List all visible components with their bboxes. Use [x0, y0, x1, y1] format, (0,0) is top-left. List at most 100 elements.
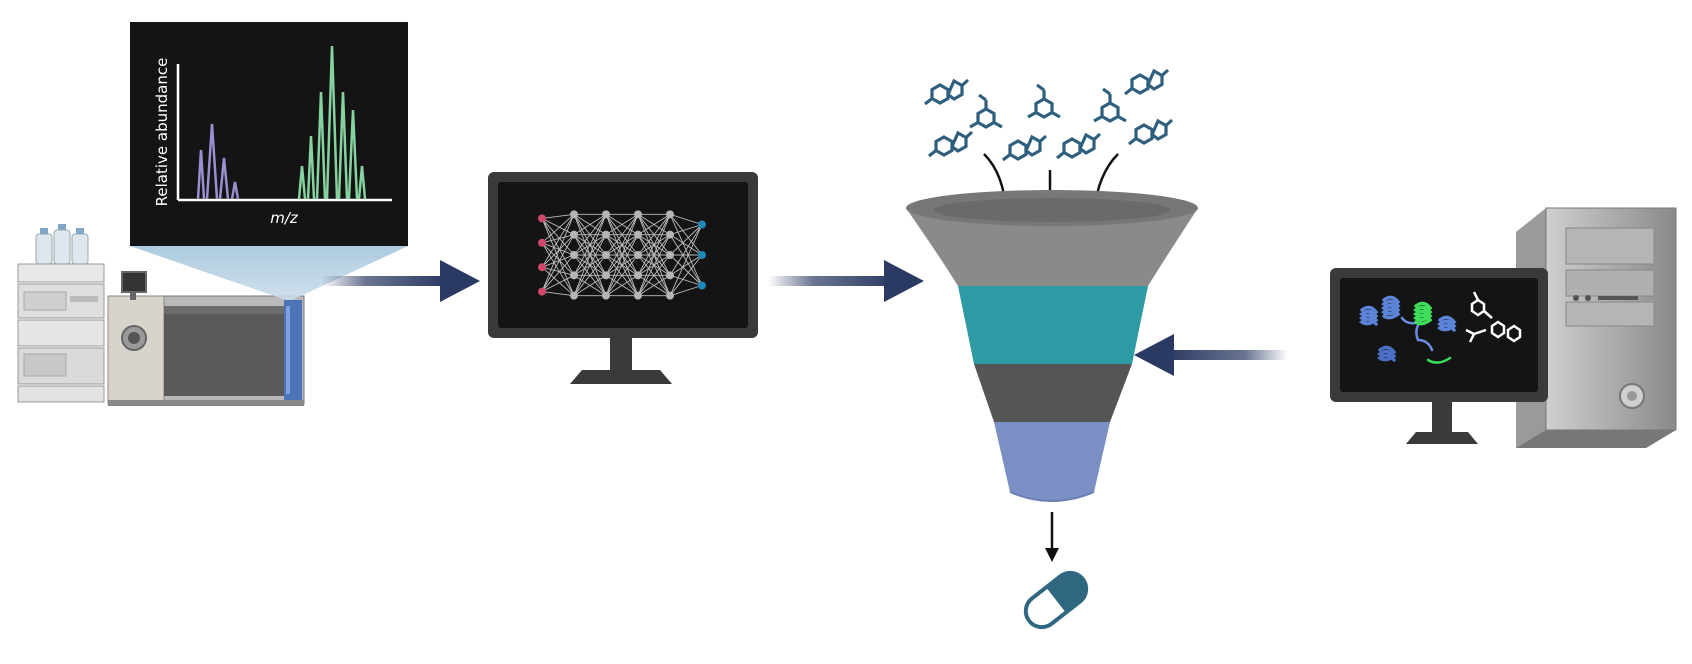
neural-network-graph: [538, 210, 706, 300]
nn-hidden-node: [570, 230, 578, 239]
neural-network-monitor-icon: [488, 172, 758, 384]
nn-edge: [541, 213, 575, 219]
candidate-molecules: [923, 68, 1174, 162]
nn-input-node: [538, 238, 546, 247]
workstation-docking-icon: [1330, 207, 1677, 448]
computer-tower: [1516, 207, 1677, 448]
nn-edge: [541, 217, 575, 236]
molecule-icon: [1026, 83, 1062, 119]
hplc-stack: [17, 224, 105, 403]
ligand-molecule-icon: [1465, 291, 1522, 343]
nn-edge: [637, 234, 671, 296]
nn-edge: [541, 218, 575, 276]
nn-edge: [669, 254, 703, 286]
nn-hidden-node: [570, 251, 578, 259]
molecule-icon: [1123, 68, 1170, 96]
nn-edge: [605, 214, 639, 296]
nn-hidden-node: [634, 291, 642, 300]
nn-edge: [541, 218, 575, 296]
nn-edge: [605, 213, 639, 236]
nn-hidden-node: [570, 291, 578, 300]
nn-hidden-node: [570, 271, 578, 280]
nn-hidden-node: [634, 271, 642, 280]
spectrum-peaks-green: [297, 45, 367, 200]
nn-edge: [541, 242, 575, 296]
nn-input-node: [538, 214, 546, 223]
nn-edge: [541, 214, 575, 268]
nn-edge: [669, 214, 703, 256]
nn-edge: [637, 214, 671, 296]
nn-hidden-node: [602, 210, 610, 219]
nn-hidden-node: [666, 251, 674, 259]
nn-edge: [573, 214, 607, 256]
nn-edge: [605, 274, 639, 297]
mass-spectrometer: [107, 271, 305, 406]
spectrum-peaks-purple: [196, 123, 240, 200]
nn-edge: [605, 254, 639, 296]
pill-capsule-icon: [1023, 570, 1089, 630]
nn-edge: [637, 214, 671, 276]
nn-edge: [541, 234, 575, 292]
arrow-docking-to-funnel: [1134, 334, 1288, 376]
nn-edge: [669, 285, 703, 297]
nn-hidden-node: [666, 291, 674, 300]
nn-hidden-node: [602, 251, 610, 259]
molecule-icon: [923, 78, 970, 106]
nn-edge: [541, 254, 575, 268]
molecule-icon: [1127, 118, 1174, 146]
nn-edge: [573, 214, 607, 276]
nn-edge: [573, 213, 607, 236]
spectrum-projection-beam: [130, 246, 408, 300]
nn-edge: [541, 242, 575, 276]
nn-input-node: [538, 263, 546, 272]
docking-monitor: [1330, 268, 1548, 444]
molecule-icon: [1055, 132, 1102, 160]
nn-edge: [541, 266, 575, 276]
nn-edge: [669, 224, 703, 276]
nn-edge: [573, 254, 607, 296]
nn-hidden-node: [634, 210, 642, 219]
molecule-icon: [1092, 87, 1128, 123]
arrow-nn-to-funnel: [768, 260, 924, 302]
nn-hidden-node: [602, 271, 610, 280]
nn-edge: [541, 266, 575, 297]
nn-edge: [637, 214, 671, 256]
nn-edge: [669, 254, 703, 276]
nn-output-node: [698, 251, 706, 259]
spectrum-x-axis-label: m/z: [270, 209, 299, 227]
nn-hidden-node: [666, 271, 674, 280]
nn-edge: [637, 213, 671, 236]
molecule-icon: [1001, 134, 1048, 162]
nn-edge: [541, 214, 575, 292]
nn-edge: [541, 242, 575, 256]
protein-structure-icon: [1358, 295, 1457, 364]
nn-edge: [541, 274, 575, 293]
nn-edge: [669, 213, 703, 225]
nn-edge: [669, 234, 703, 256]
nn-edge: [541, 218, 575, 256]
nn-edge: [573, 234, 607, 296]
nn-hidden-node: [666, 210, 674, 219]
nn-hidden-node: [602, 291, 610, 300]
nn-edge: [669, 224, 703, 296]
nn-edge: [605, 234, 639, 296]
nn-edge: [637, 254, 671, 296]
nn-input-node: [538, 287, 546, 296]
nn-edge: [541, 254, 575, 292]
spectrum-y-axis-label: Relative abundance: [153, 58, 171, 207]
nn-edge: [541, 234, 575, 244]
nn-edge: [541, 234, 575, 268]
nn-edge: [541, 213, 575, 244]
nn-hidden-node: [634, 230, 642, 239]
arrow-ms-to-nn: [322, 260, 480, 302]
nn-edge: [637, 274, 671, 297]
output-arrow: [1045, 512, 1059, 562]
nn-edge: [669, 254, 703, 296]
nn-hidden-node: [570, 210, 578, 219]
nn-edge: [669, 224, 703, 256]
nn-hidden-node: [634, 251, 642, 259]
nn-output-node: [698, 281, 706, 290]
nn-hidden-node: [666, 230, 674, 239]
nn-edge: [573, 214, 607, 296]
